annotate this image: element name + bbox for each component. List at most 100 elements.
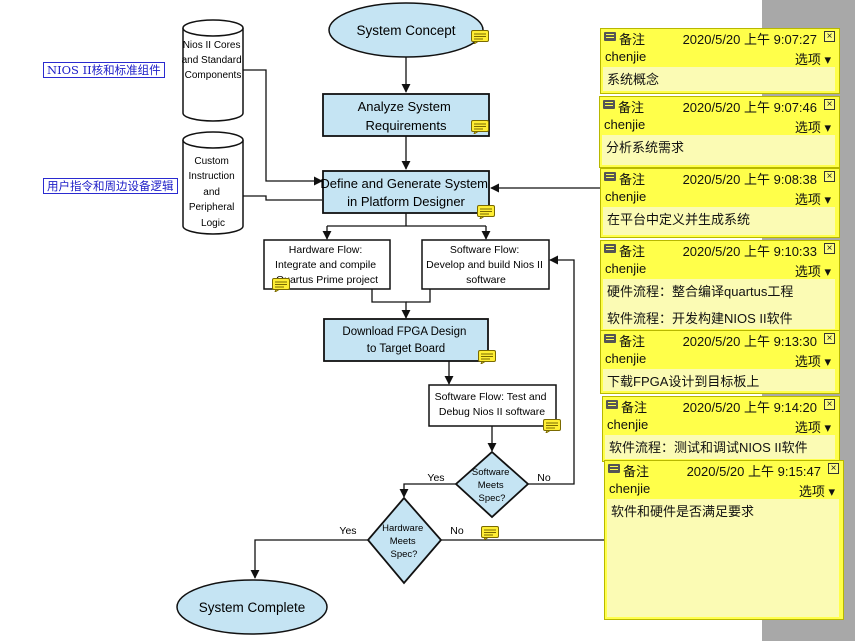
download-label: Download FPGA Design to Target Board — [342, 326, 469, 355]
comment-author: chenjie — [604, 117, 646, 132]
comment-icon — [606, 400, 618, 409]
options-dropdown[interactable]: 选项 ▾ — [794, 264, 831, 279]
comment-timestamp: 2020/5/20 上午 9:15:47 — [686, 464, 821, 479]
close-icon[interactable]: × — [824, 399, 835, 410]
options-dropdown[interactable]: 选项 ▾ — [798, 484, 835, 499]
software-meets-spec-label: Software Meets Spec? — [472, 467, 512, 504]
comment-icon — [608, 464, 620, 473]
cylinder-custom-logic-label: Custom Instruction and Peripheral Logic — [189, 156, 238, 229]
note-icon[interactable] — [478, 350, 496, 365]
comment-label: 备注 — [623, 464, 650, 479]
end-node — [176, 579, 328, 635]
close-icon[interactable]: × — [824, 333, 835, 344]
edge-swmeets-yes — [399, 483, 456, 498]
edge-hw-download — [371, 289, 411, 319]
comment-timestamp: 2020/5/20 上午 9:10:33 — [682, 244, 817, 259]
edge-cyl2-define — [243, 195, 322, 201]
cylinder-nios-cores: Nios II Cores and Standard Components — [182, 19, 245, 122]
hardware-meets-spec-node — [366, 496, 443, 585]
edge-hwmeets-yes — [250, 539, 368, 579]
comment-text: 软件流程：开发构建NIOS II软件 — [607, 311, 793, 326]
download-node — [323, 318, 489, 362]
hardware-yes-label: Yes — [339, 525, 356, 537]
comment-label: 备注 — [619, 32, 646, 47]
comment-timestamp: 2020/5/20 上午 9:14:20 — [682, 400, 817, 415]
comment-icon — [604, 32, 616, 41]
comment-popup[interactable]: 备注 2020/5/20 上午 9:07:27 × chenjie 选项 ▾ 系统概念 — [600, 28, 840, 94]
close-icon[interactable]: × — [824, 31, 835, 42]
comment-label: 备注 — [621, 400, 648, 415]
hardware-flow-label: Hardware Flow: Integrate and compile Qua… — [275, 244, 379, 286]
close-icon[interactable]: × — [824, 243, 835, 254]
comment-author: chenjie — [605, 189, 647, 204]
comment-body[interactable]: 硬件流程：整合编译quartus工程 软件流程：开发构建NIOS II软件 — [603, 279, 835, 329]
options-dropdown[interactable]: 选项 ▾ — [794, 192, 831, 207]
comment-popup[interactable]: 备注 2020/5/20 上午 9:07:46 × chenjie 选项 ▾ 分析系统… — [599, 96, 840, 168]
close-icon[interactable]: × — [824, 171, 835, 182]
edge-cyl1-define — [243, 69, 323, 186]
cylinder-custom-logic: Custom Instruction and Peripheral Logic — [182, 131, 244, 235]
comment-label: 备注 — [618, 100, 645, 115]
options-dropdown[interactable]: 选项 ▾ — [794, 52, 831, 67]
comment-text: 软件和硬件是否满足要求 — [611, 504, 755, 519]
comment-text: 分析系统需求 — [606, 140, 685, 155]
note-icon[interactable] — [477, 205, 495, 220]
comment-timestamp: 2020/5/20 上午 9:08:38 — [682, 172, 817, 187]
comment-timestamp: 2020/5/20 上午 9:07:46 — [682, 100, 817, 115]
comment-popup[interactable]: 备注 2020/5/20 上午 9:14:20 × chenjie 选项 ▾ 软件流程… — [602, 396, 840, 462]
comment-body[interactable]: 下载FPGA设计到目标板上 — [603, 369, 835, 391]
comment-timestamp: 2020/5/20 上午 9:07:27 — [682, 32, 817, 47]
comment-body[interactable]: 分析系统需求 — [602, 135, 835, 165]
comment-body[interactable]: 软件流程：测试和调试NIOS II软件 — [605, 435, 835, 459]
comment-icon — [604, 244, 616, 253]
comment-icon — [604, 334, 616, 343]
options-dropdown[interactable]: 选项 ▾ — [794, 354, 831, 369]
note-icon[interactable] — [471, 120, 489, 135]
annotation-custom-logic[interactable]: 用户指令和周边设备逻辑 — [43, 178, 178, 194]
software-meets-spec-node — [454, 450, 530, 519]
note-icon[interactable] — [272, 278, 290, 293]
software-test-node — [428, 384, 557, 427]
comment-text: 在平台中定义并生成系统 — [607, 212, 751, 227]
hardware-no-label: No — [450, 525, 464, 537]
comment-body[interactable]: 软件和硬件是否满足要求 — [607, 499, 839, 617]
comment-label: 备注 — [619, 244, 646, 259]
end-label: System Complete — [199, 600, 306, 615]
close-icon[interactable]: × — [828, 463, 839, 474]
comment-body[interactable]: 在平台中定义并生成系统 — [603, 207, 835, 235]
start-label: System Concept — [356, 23, 455, 38]
software-yes-label: Yes — [427, 472, 444, 484]
comment-text: 下载FPGA设计到目标板上 — [607, 374, 760, 389]
comment-author: chenjie — [607, 417, 649, 432]
comment-icon — [604, 172, 616, 181]
comment-popup[interactable]: 备注 2020/5/20 上午 9:10:33 × chenjie 选项 ▾ 硬件流程… — [600, 240, 840, 332]
comment-text: 硬件流程：整合编译quartus工程 — [607, 284, 794, 299]
cylinder-nios-cores-label: Nios II Cores and Standard Components — [182, 40, 245, 81]
comment-author: chenjie — [605, 49, 647, 64]
comment-body[interactable]: 系统概念 — [603, 67, 835, 91]
note-icon[interactable] — [471, 30, 489, 45]
note-icon[interactable] — [481, 526, 499, 541]
software-flow-label: Software Flow: Develop and build Nios II… — [426, 244, 546, 286]
note-icon[interactable] — [543, 419, 561, 434]
edge-sw-download — [406, 289, 431, 303]
close-icon[interactable]: × — [824, 99, 835, 110]
hardware-meets-spec-label: Hardware Meets Spec? — [382, 523, 426, 560]
annotation-nios-cores[interactable]: NIOS II核和标准组件 — [43, 62, 165, 78]
comment-icon — [603, 100, 615, 109]
software-flow-node — [421, 239, 550, 290]
comment-timestamp: 2020/5/20 上午 9:13:30 — [682, 334, 817, 349]
edge-swmeets-no — [528, 255, 575, 485]
define-node — [322, 170, 490, 214]
define-label: Define and Generate System in Platform D… — [320, 176, 491, 209]
comment-author: chenjie — [605, 351, 647, 366]
analyze-node — [322, 93, 490, 137]
options-dropdown[interactable]: 选项 ▾ — [794, 120, 831, 135]
software-no-label: No — [537, 472, 551, 484]
options-dropdown[interactable]: 选项 ▾ — [794, 420, 831, 435]
comment-author: chenjie — [605, 261, 647, 276]
